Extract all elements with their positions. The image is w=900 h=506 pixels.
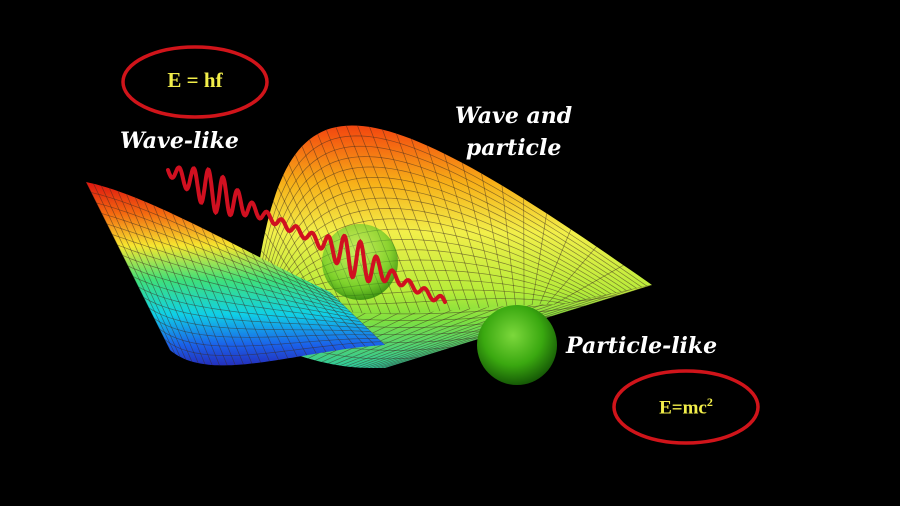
surface-left-grid [86,182,385,366]
potential-energy-surface [86,125,652,368]
wave-packet-front [298,230,447,304]
mass-energy-formula: E=mc2 [626,395,746,419]
particle-like-label: Particle-like [566,333,718,359]
translucent-sphere-icon [322,224,398,300]
wave-and-particle-line2: particle [465,135,562,161]
solid-sphere-icon [477,305,557,385]
wave-packet-icon [166,165,302,234]
mass-energy-ellipse [612,369,760,445]
wave-like-label: Wave-like [120,128,239,154]
photon-energy-formula: E = hf [135,68,255,93]
wave-and-particle-label: Wave and particle [455,100,572,164]
surface-right-grid [258,125,652,314]
mass-energy-text: E=mc [659,397,707,419]
mass-energy-exponent: 2 [706,395,713,409]
wave-and-particle-line1: Wave and [455,103,573,129]
photon-energy-text: E = hf [167,68,223,92]
photon-energy-ellipse [121,45,269,119]
